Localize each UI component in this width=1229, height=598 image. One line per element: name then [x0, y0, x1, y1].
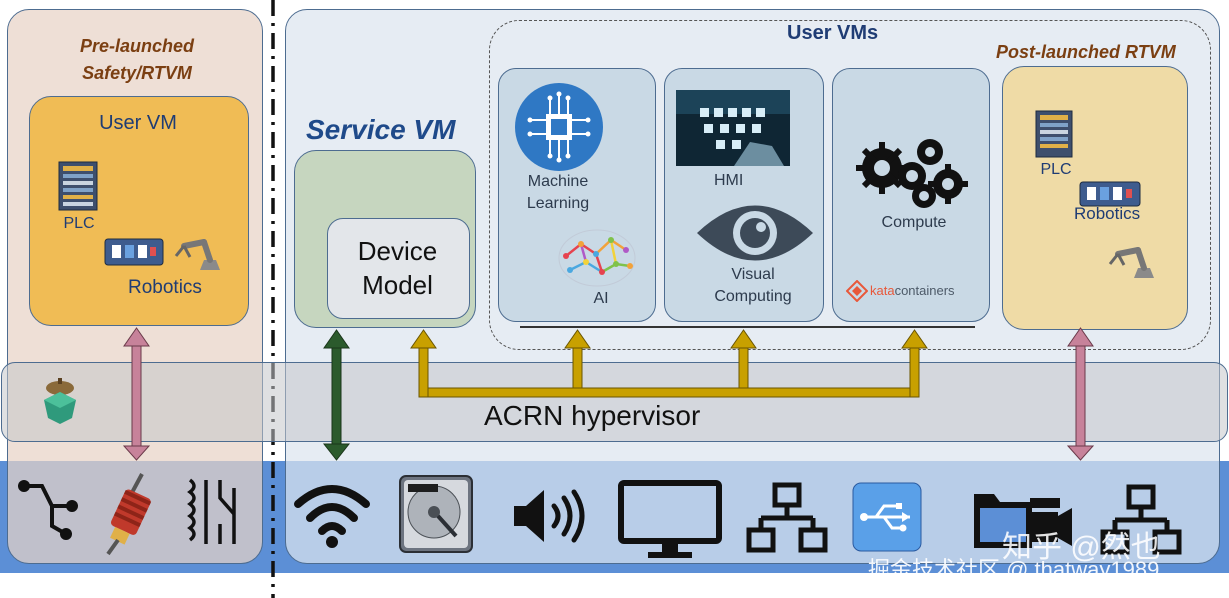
kata-containers-logo-icon	[846, 280, 868, 302]
gpio-icon	[18, 480, 78, 540]
post-plc-icon	[1035, 110, 1073, 158]
prelaunched-uservm-label: User VM	[99, 112, 177, 134]
monitor-icon	[618, 480, 722, 558]
hmi-label: HMI	[714, 172, 744, 189]
visual-computing-eye-icon	[697, 205, 813, 261]
usb-icon	[852, 482, 922, 552]
ml-label-line2: Learning	[526, 195, 590, 212]
post-robotics-controller-icon	[1079, 181, 1141, 207]
hypervisor-label: ACRN hypervisor	[484, 400, 701, 431]
ml-label-line1: Machine	[527, 173, 589, 190]
post-plc-label: PLC	[1040, 161, 1072, 178]
visual-label-line2: Computing	[714, 288, 792, 305]
compute-card	[832, 68, 990, 322]
service-vm-title: Service VM	[306, 114, 456, 145]
device-model-box	[327, 218, 470, 319]
user-vms-baseline	[520, 326, 975, 328]
prelaunched-title-line2: Safety/RTVM	[82, 63, 192, 83]
camera-folder-icon	[974, 494, 1072, 548]
kata-label-part2: containers	[894, 283, 955, 298]
motor-icon	[106, 473, 152, 556]
compute-gears-icon	[856, 139, 968, 208]
watermark-line1: 知乎 @然也	[1002, 531, 1161, 564]
user-vms-title: User VMs	[787, 22, 879, 44]
hmi-screen-icon	[676, 90, 790, 166]
network-icon	[746, 482, 828, 553]
machine-learning-chip-icon	[515, 83, 603, 171]
kata-containers-label: katacontainers	[870, 283, 955, 298]
hypervisor-band	[1, 362, 1228, 442]
network-icon-2	[1100, 484, 1182, 555]
watermark-line2: 掘金技术社区 @ thatway1989	[868, 557, 1160, 582]
wifi-icon	[294, 485, 370, 548]
prelaunched-io-arrow	[122, 327, 151, 461]
speaker-icon	[514, 489, 585, 543]
postlaunched-title: Post-launched RTVM	[996, 42, 1176, 62]
hard-disk-icon	[399, 475, 473, 553]
prelaunched-title-line1: Pre-launched	[79, 36, 195, 56]
ai-label: AI	[593, 290, 609, 307]
relay-transformer-icon	[187, 478, 236, 544]
postlaunched-io-arrow	[1066, 327, 1095, 461]
user-vms-region	[489, 20, 1211, 350]
prelaunched-robotics-label: Robotics	[128, 277, 202, 298]
prelaunched-plc-label: PLC	[63, 215, 95, 232]
service-vm-io-arrow	[322, 329, 351, 461]
prelaunched-uservm-card	[29, 96, 249, 326]
device-model-line1: Device	[357, 236, 438, 266]
post-robotics-label: Robotics	[1074, 204, 1141, 223]
acrn-logo-icon	[44, 378, 76, 424]
ai-brain-icon	[558, 229, 636, 287]
device-model-line2: Model	[362, 270, 433, 300]
post-robot-arm-icon	[1108, 247, 1154, 278]
compute-label: Compute	[881, 214, 947, 231]
visual-label-line1: Visual	[731, 266, 775, 283]
robotics-controller-icon	[104, 238, 164, 266]
plc-icon	[58, 161, 98, 211]
kata-label-part1: kata	[870, 283, 895, 298]
robot-arm-icon	[174, 239, 220, 270]
virtio-arrows	[410, 329, 928, 398]
partition-separator	[271, 0, 275, 598]
